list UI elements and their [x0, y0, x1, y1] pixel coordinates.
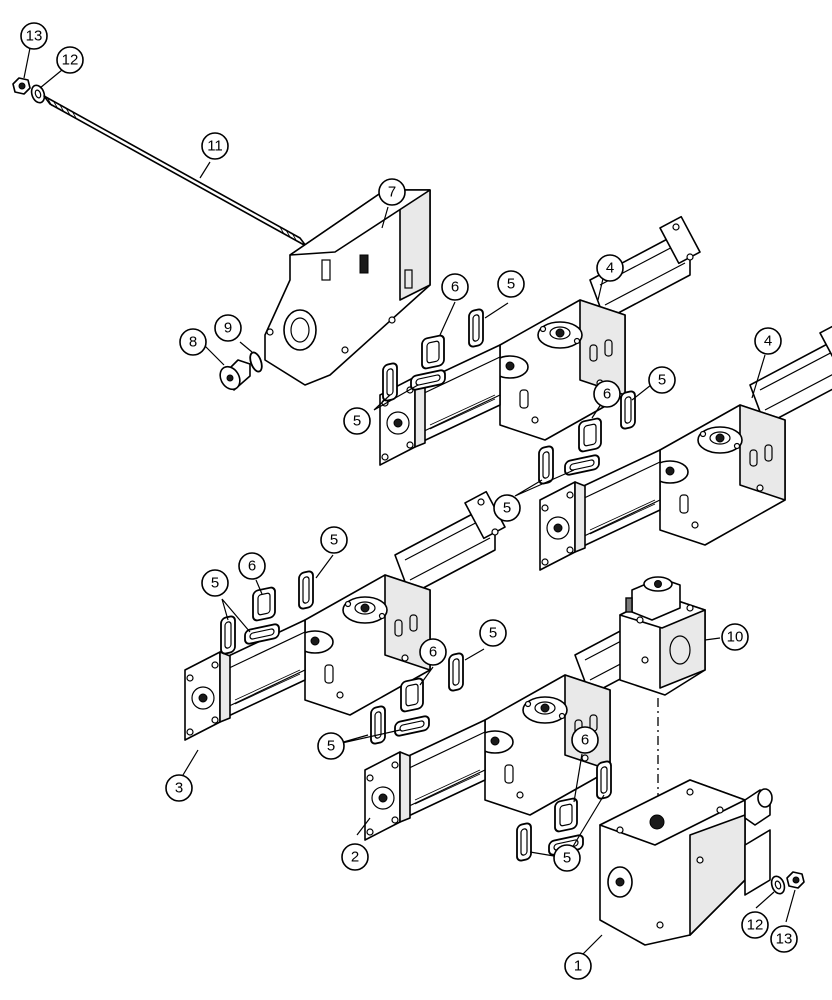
svg-text:6: 6 — [581, 732, 589, 749]
outlet-end-cover — [599, 779, 773, 946]
callout-4-upper: 4 — [596, 254, 624, 282]
callout-7: 7 — [378, 178, 406, 206]
callout-3: 3 — [165, 774, 193, 802]
svg-text:10: 10 — [727, 629, 744, 646]
callout-12-top: 12 — [56, 46, 84, 74]
svg-text:3: 3 — [175, 780, 183, 797]
callout-5-lower-a: 5 — [479, 619, 507, 647]
svg-text:11: 11 — [207, 138, 223, 155]
callout-2: 2 — [341, 843, 369, 871]
svg-text:5: 5 — [503, 500, 511, 517]
washer-bottom — [770, 875, 786, 895]
nut-top — [12, 77, 31, 95]
svg-text:5: 5 — [330, 532, 338, 549]
callout-10: 10 — [721, 623, 749, 651]
svg-text:6: 6 — [603, 386, 611, 403]
svg-text:4: 4 — [606, 260, 614, 277]
callout-5-lower-b: 5 — [317, 732, 345, 760]
svg-text:6: 6 — [429, 644, 437, 661]
callout-5-middle-left-a: 5 — [320, 526, 348, 554]
svg-text:7: 7 — [388, 184, 396, 201]
callout-5-right-b: 5 — [493, 494, 521, 522]
svg-text:5: 5 — [489, 625, 497, 642]
svg-text:9: 9 — [224, 320, 232, 337]
svg-text:1: 1 — [574, 958, 582, 975]
callout-5-right-a: 5 — [648, 366, 676, 394]
svg-text:8: 8 — [189, 334, 197, 351]
svg-text:5: 5 — [211, 575, 219, 592]
svg-text:12: 12 — [747, 917, 764, 934]
nut-bottom — [786, 871, 805, 889]
callout-4-right: 4 — [754, 327, 782, 355]
callout-6-right: 6 — [593, 380, 621, 408]
svg-text:6: 6 — [451, 279, 459, 296]
callout-5-upper-left-b: 5 — [343, 407, 371, 435]
callout-5-middle-left-b: 5 — [201, 569, 229, 597]
svg-text:5: 5 — [327, 738, 335, 755]
callout-6-lower: 6 — [419, 638, 447, 666]
callout-13-top: 13 — [20, 22, 48, 50]
svg-text:5: 5 — [353, 413, 361, 430]
callout-5-bottom: 5 — [553, 844, 581, 872]
callout-12-bottom: 12 — [741, 911, 769, 939]
callout-9: 9 — [214, 314, 242, 342]
svg-text:6: 6 — [248, 558, 256, 575]
svg-text:5: 5 — [658, 372, 666, 389]
svg-text:2: 2 — [351, 849, 359, 866]
callout-13-bottom: 13 — [770, 925, 798, 953]
relief-valve-block — [619, 576, 706, 696]
svg-text:5: 5 — [563, 850, 571, 867]
svg-text:4: 4 — [764, 333, 772, 350]
callout-6-upper-left: 6 — [441, 273, 469, 301]
end-cover — [264, 189, 431, 386]
callout-8: 8 — [179, 328, 207, 356]
callout-11: 11 — [201, 132, 229, 160]
plug — [219, 359, 251, 391]
o-ring — [249, 351, 263, 373]
callout-6-middle-left: 6 — [238, 552, 266, 580]
callout-5-upper-left-a: 5 — [497, 270, 525, 298]
tie-rod — [43, 95, 307, 247]
svg-text:5: 5 — [507, 276, 515, 293]
svg-text:13: 13 — [776, 931, 793, 948]
callout-1: 1 — [564, 952, 592, 980]
svg-text:12: 12 — [62, 52, 79, 69]
callout-6-bottom: 6 — [571, 726, 599, 754]
svg-text:13: 13 — [26, 28, 43, 45]
washer-top — [30, 84, 46, 104]
